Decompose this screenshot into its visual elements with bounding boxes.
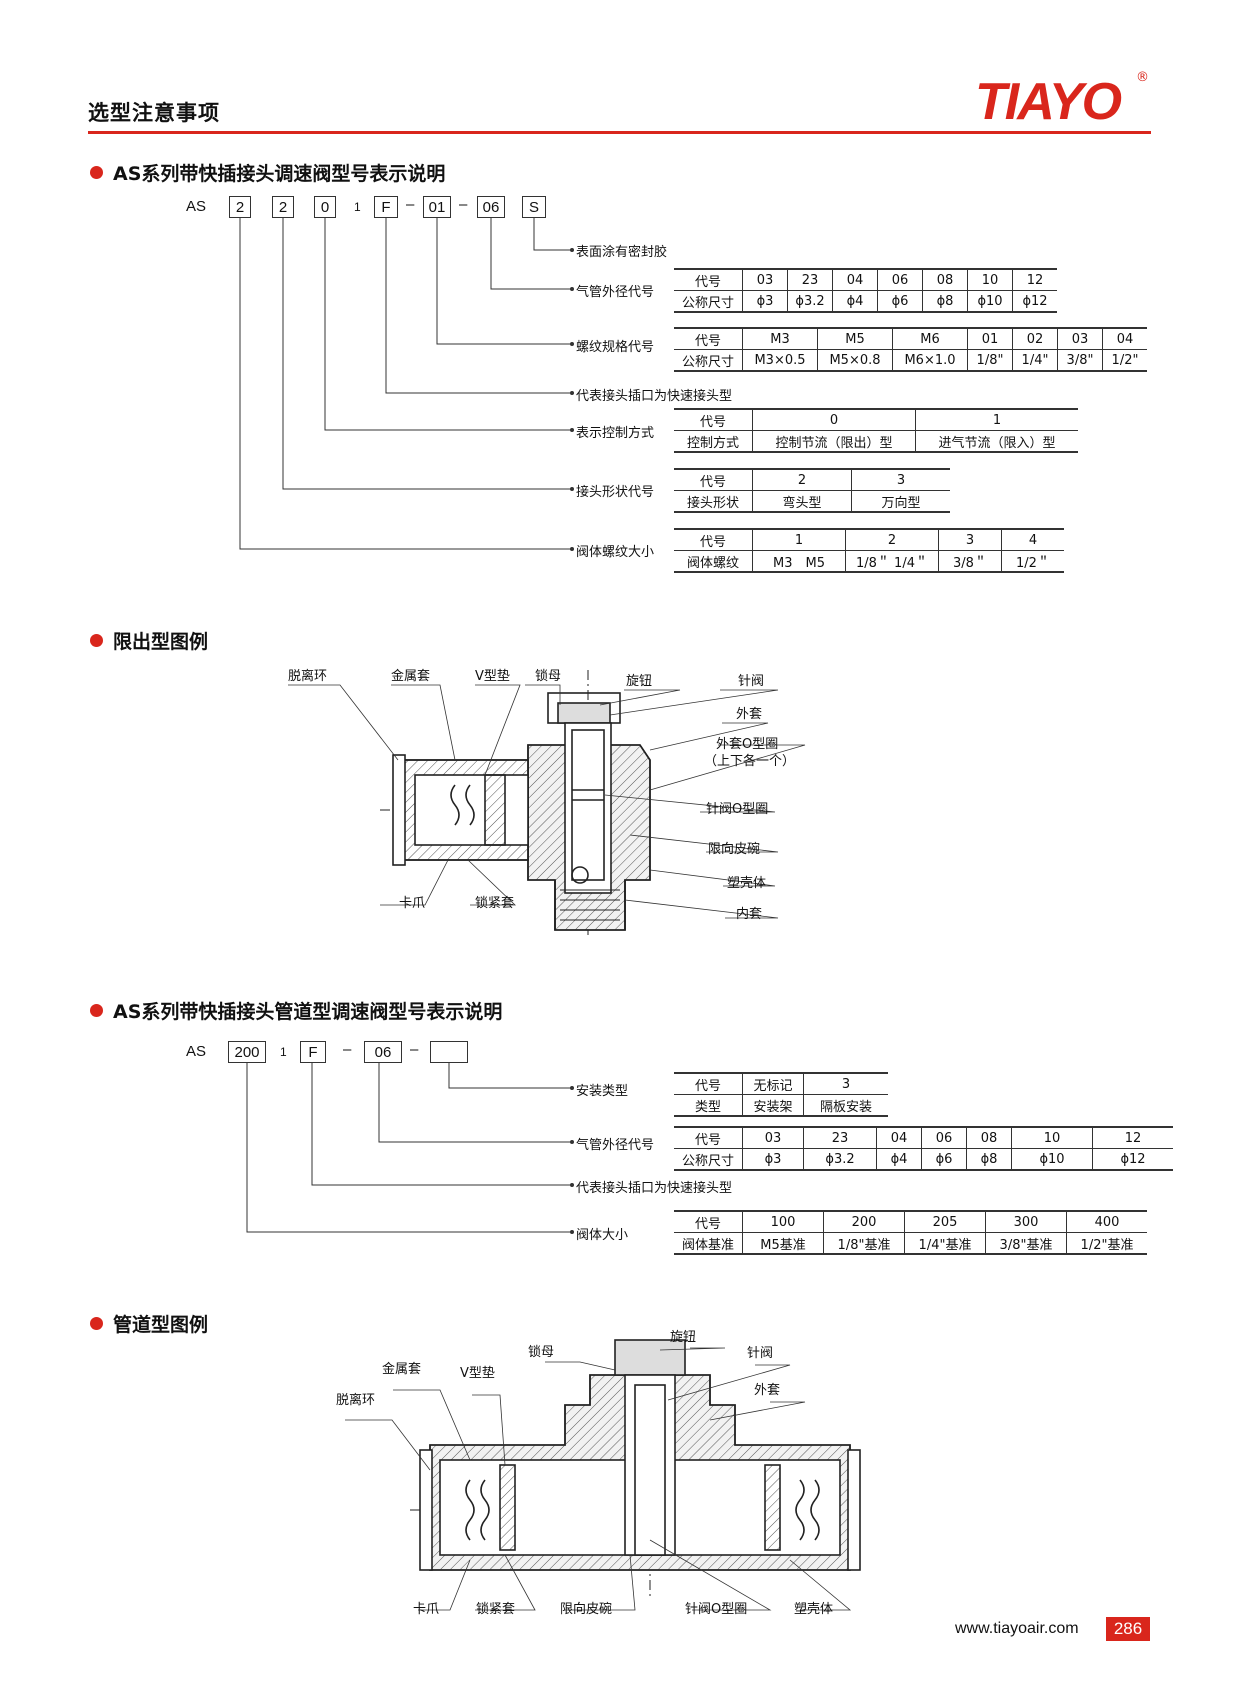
callout-inner-sleeve: 内套	[736, 907, 763, 922]
leader-p-mount	[448, 1063, 572, 1089]
code-prefix: AS	[186, 198, 207, 215]
header-divider	[88, 131, 1151, 134]
code-dash: –	[406, 196, 415, 213]
code-mid: 1	[280, 1045, 287, 1059]
callout-release-ring: 脱离环	[336, 1393, 376, 1408]
code-dash: –	[459, 196, 468, 213]
leader-seal	[533, 218, 572, 251]
callout-lock-sleeve: 锁紧套	[476, 1602, 516, 1617]
code-box-size: 2	[229, 196, 251, 218]
label-p-tube: 气管外径代号	[576, 1138, 655, 1153]
callout-plastic-body: 塑壳体	[794, 1602, 834, 1617]
p-tube-size-table: 代号 03 23 04 06 08 10 12 公称尺寸 ϕ3 ϕ3.2 ϕ4 …	[674, 1126, 1173, 1171]
section-title-4: 管道型图例	[90, 1310, 208, 1337]
code-box-tube: 06	[364, 1041, 402, 1063]
leader-p-fast	[311, 1063, 572, 1186]
code-box-thread: 01	[423, 196, 451, 218]
leader-size	[239, 218, 572, 550]
tube-size-table: 代号 03 23 04 06 08 10 12 公称尺寸 ϕ3 ϕ3.2 ϕ4 …	[674, 268, 1057, 313]
callout-outer-sleeve: 外套	[754, 1383, 781, 1398]
callout-release-ring: 脱离环	[288, 669, 328, 684]
callout-outer-oring: 外套O型圈	[716, 737, 779, 752]
bullet-icon	[90, 634, 103, 647]
mount-type-table: 代号 无标记 3 类型 安装架 隔板安装	[674, 1072, 888, 1117]
label-mount: 安装类型	[576, 1084, 629, 1099]
pipe-type-callout-lines	[345, 1347, 852, 1611]
callout-limit-cup: 限向皮碗	[708, 842, 761, 857]
bullet-icon	[90, 166, 103, 179]
callout-claw: 卡爪	[399, 896, 426, 911]
body-thread-table: 代号 1 2 3 4 阀体螺纹 M3 M5 1/8＂ 1/4＂ 3/8＂ 1/2…	[674, 528, 1064, 573]
leader-tube	[490, 218, 572, 290]
code-box-mount	[430, 1041, 468, 1063]
callout-limit-cup: 限向皮碗	[560, 1602, 613, 1617]
callout-metal-sleeve: 金属套	[391, 669, 431, 684]
limit-type-callout-lines	[288, 684, 806, 919]
callout-lock-nut: 锁母	[528, 1345, 555, 1360]
callout-knob: 旋钮	[626, 674, 653, 689]
joint-shape-table: 代号 2 3 接头形状 弯头型 万向型	[674, 468, 950, 513]
callout-needle-oring: 针阀O型圈	[706, 802, 769, 817]
brand-logo: TIAYO	[975, 73, 1122, 131]
code-dash: –	[410, 1041, 419, 1058]
page-title: 选型注意事项	[88, 101, 220, 125]
leader-fast	[385, 218, 572, 394]
section-title-1: AS系列带快插接头调速阀型号表示说明	[90, 159, 445, 186]
code-prefix: AS	[186, 1043, 207, 1060]
callout-lock-sleeve: 锁紧套	[475, 896, 515, 911]
label-size: 阀体螺纹大小	[576, 545, 655, 560]
leader-thread	[436, 218, 572, 345]
callout-outer-oring-note: （上下各一个）	[704, 754, 796, 769]
code-box-seal: S	[522, 196, 546, 218]
registered-mark: ®	[1136, 70, 1149, 85]
label-fast: 代表接头插口为快速接头型	[576, 389, 733, 404]
leader-p-tube	[378, 1063, 572, 1143]
bullet-icon	[90, 1004, 103, 1017]
callout-needle-oring: 针阀O型圈	[685, 1602, 748, 1617]
leader-shape	[282, 218, 572, 490]
section-title-2: 限出型图例	[90, 627, 208, 654]
code-box-shape: 2	[272, 196, 294, 218]
callout-outer-sleeve: 外套	[736, 707, 763, 722]
limit-type-drawing	[380, 670, 651, 935]
callout-needle-valve: 针阀	[738, 674, 765, 689]
callout-claw: 卡爪	[413, 1602, 440, 1617]
code-dash: –	[343, 1041, 352, 1058]
callout-needle-valve: 针阀	[747, 1346, 774, 1361]
thread-spec-table: 代号 M3 M5 M6 01 02 03 04 公称尺寸 M3×0.5 M5×0…	[674, 327, 1147, 372]
code-box-fast: F	[374, 196, 398, 218]
code-box-tube: 06	[477, 196, 505, 218]
callout-v-gasket: V型垫	[475, 669, 510, 684]
pipe-type-drawing	[410, 1339, 861, 1600]
label-thread: 螺纹规格代号	[576, 340, 655, 355]
label-shape: 接头形状代号	[576, 485, 655, 500]
label-p-fast: 代表接头插口为快速接头型	[576, 1181, 733, 1196]
callout-knob: 旋钮	[670, 1330, 697, 1345]
label-tube: 气管外径代号	[576, 285, 655, 300]
page-number: 286	[1106, 1617, 1150, 1641]
code-box-control: 0	[314, 196, 336, 218]
callout-plastic-body: 塑壳体	[727, 876, 767, 891]
label-seal: 表面涂有密封胶	[576, 245, 668, 260]
website-url: www.tiayoair.com	[955, 1620, 1079, 1637]
code-box-fast: F	[300, 1041, 326, 1063]
code-box-body-size: 200	[228, 1041, 266, 1063]
section-title-3: AS系列带快插接头管道型调速阀型号表示说明	[90, 997, 502, 1024]
code-mid: 1	[354, 200, 361, 214]
bullet-icon	[90, 1317, 103, 1330]
callout-v-gasket: V型垫	[460, 1366, 495, 1381]
label-control: 表示控制方式	[576, 426, 655, 441]
p-body-size-table: 代号 100 200 205 300 400 阀体基准 M5基准 1/8"基准 …	[674, 1210, 1147, 1255]
callout-lock-nut: 锁母	[535, 669, 562, 684]
label-p-size: 阀体大小	[576, 1228, 629, 1243]
leader-control	[324, 218, 572, 431]
leader-p-size	[246, 1063, 572, 1233]
control-mode-table: 代号 0 1 控制方式 控制节流（限出）型 进气节流（限入）型	[674, 408, 1078, 453]
callout-metal-sleeve: 金属套	[382, 1362, 422, 1377]
